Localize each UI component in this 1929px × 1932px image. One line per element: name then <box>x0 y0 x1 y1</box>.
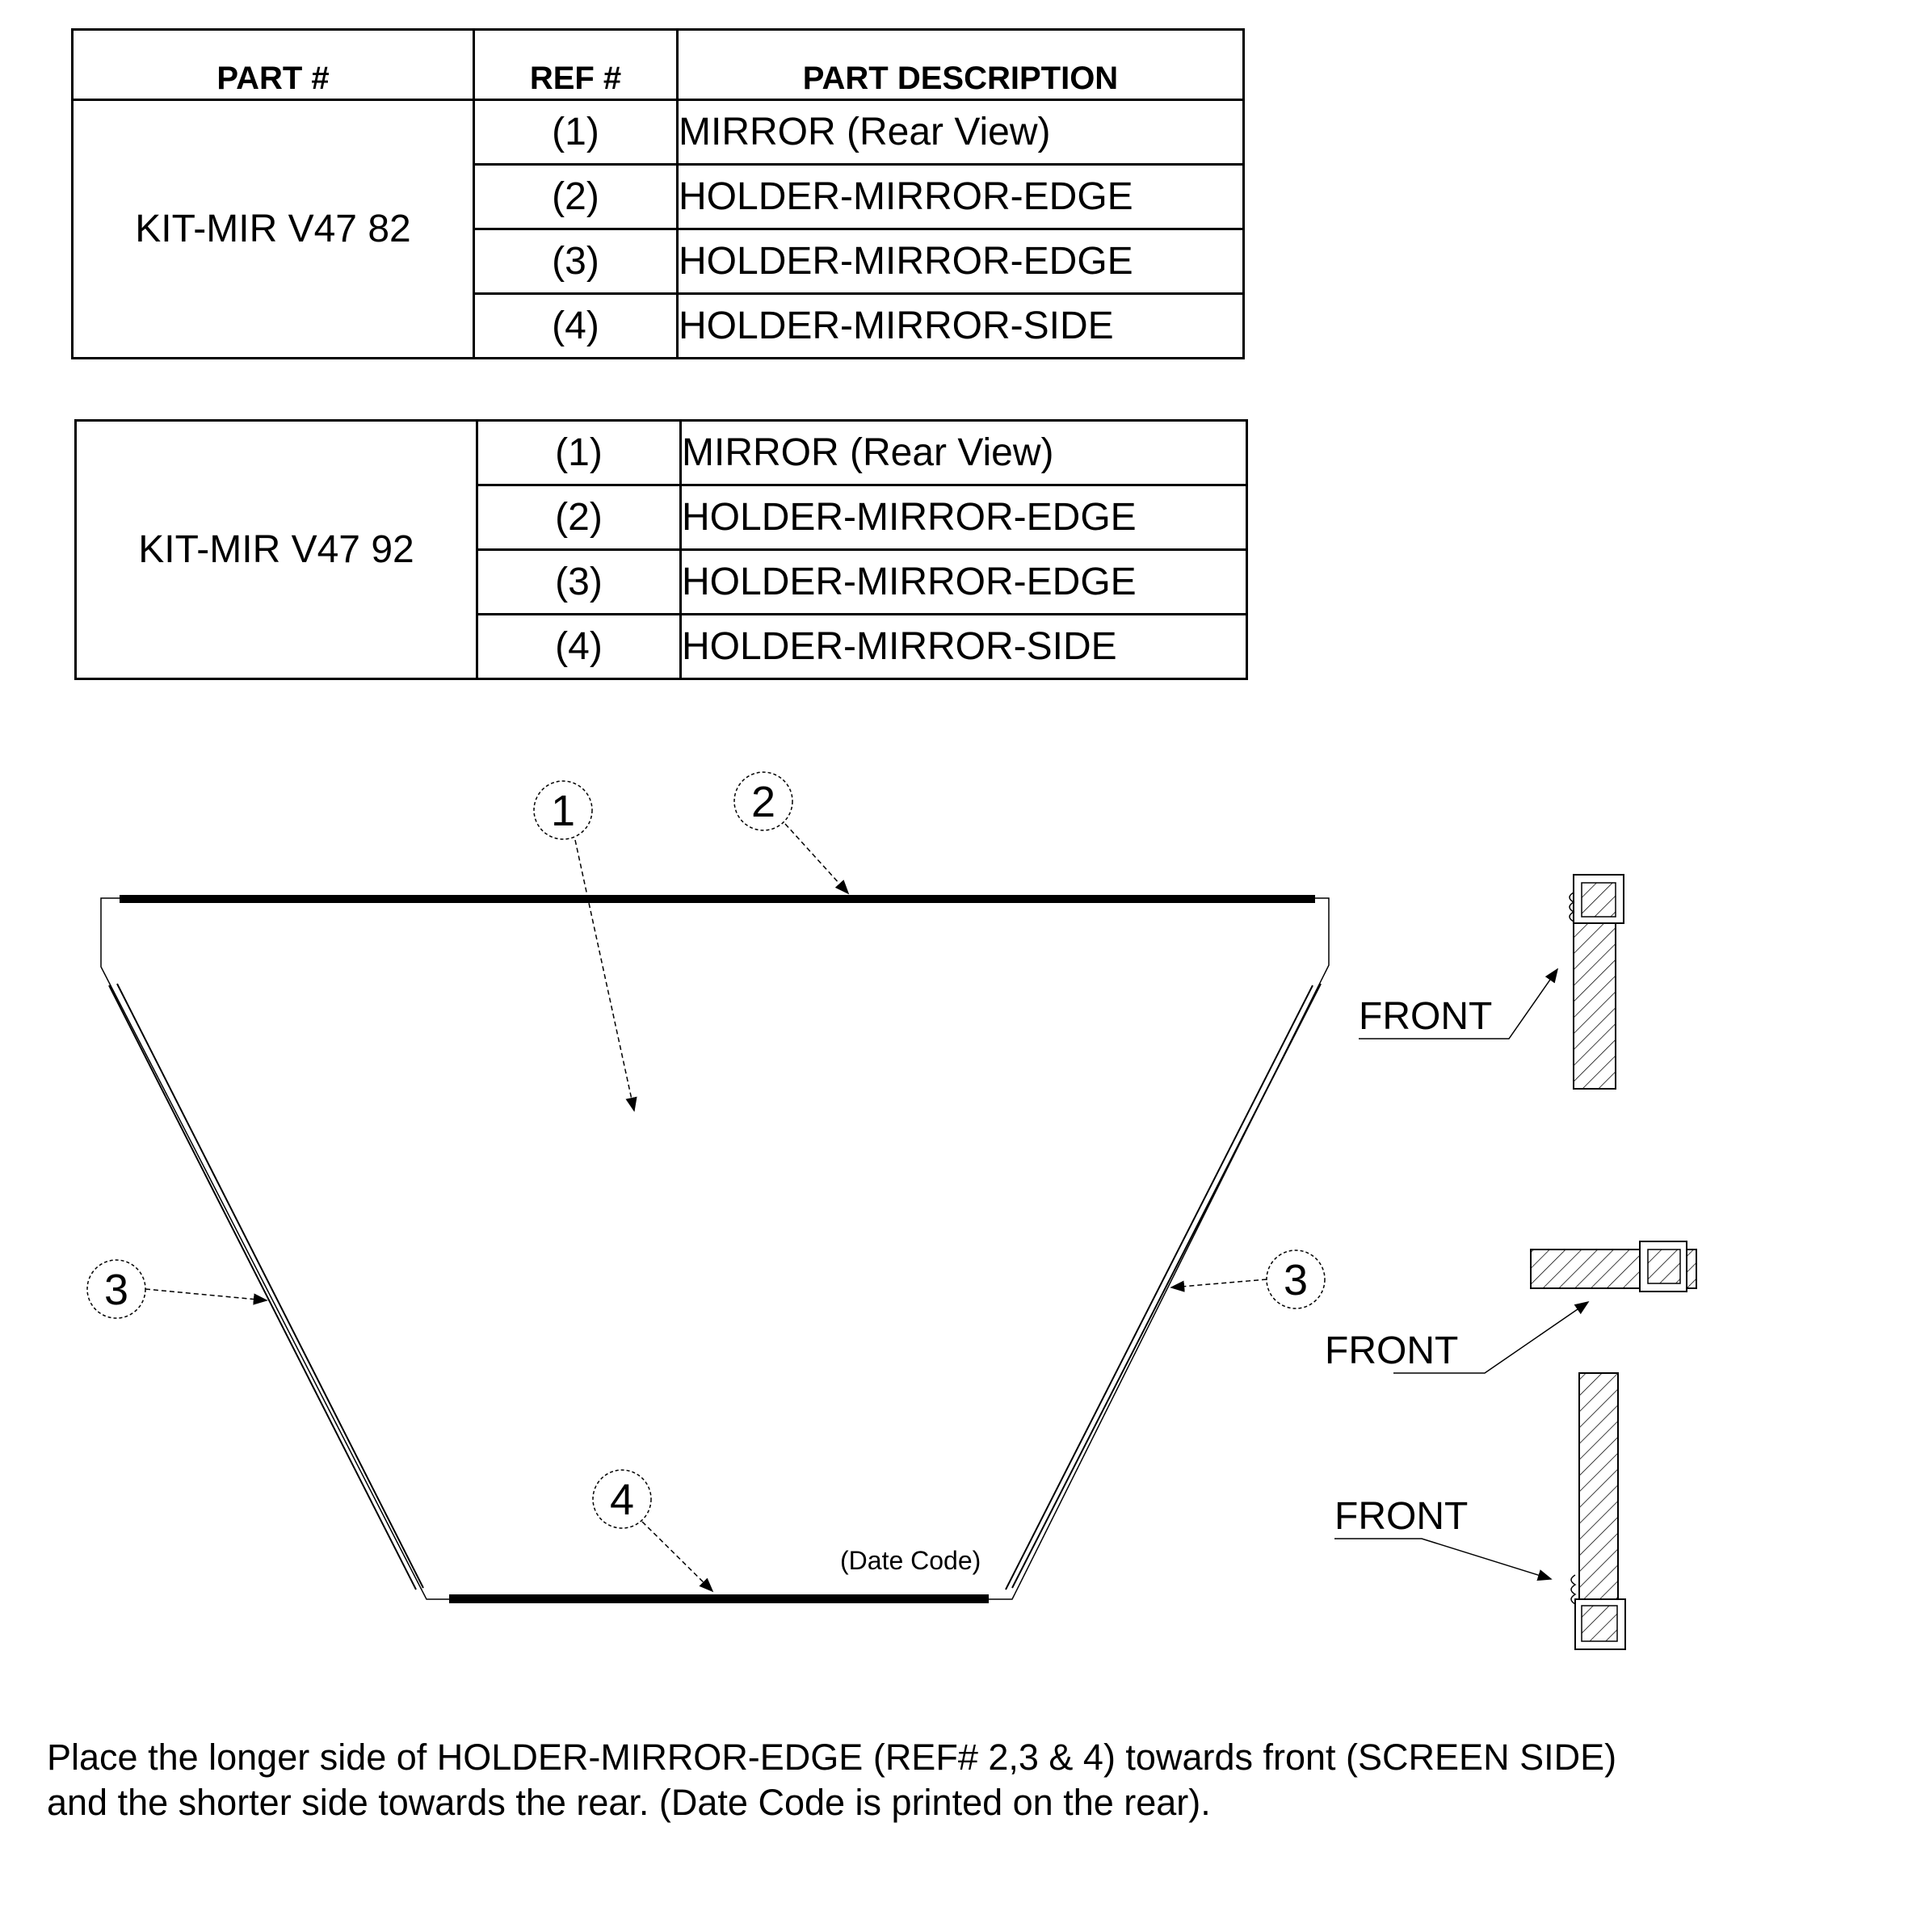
ref-number: (1) <box>473 99 679 166</box>
ref-number: (4) <box>476 613 682 680</box>
ref-number: (2) <box>473 163 679 230</box>
ref-number: (1) <box>476 419 682 486</box>
callout-3-right-leader <box>1170 1279 1267 1292</box>
ref-number: (3) <box>476 548 682 615</box>
table-row: (3) HOLDER-MIRROR-EDGE <box>73 228 1245 295</box>
front-leader-2 <box>1393 1300 1590 1374</box>
table-header-row: PART # REF # PART DESCRIPTION <box>71 28 1245 101</box>
parts-table-kit-2: KIT-MIR V47 92 (1) MIRROR (Rear View) (2… <box>74 419 1248 680</box>
callout-1-label: 1 <box>551 787 575 835</box>
front-label-3: FRONT <box>1334 1495 1468 1538</box>
part-description: HOLDER-MIRROR-EDGE <box>679 484 1248 551</box>
front-leader-1 <box>1359 968 1559 1040</box>
callout-1-leader <box>574 839 637 1112</box>
callout-3-left-label: 3 <box>104 1266 128 1314</box>
table-row: (4) HOLDER-MIRROR-SIDE <box>76 613 1248 680</box>
date-code-label: (Date Code) <box>840 1546 981 1575</box>
part-description: HOLDER-MIRROR-SIDE <box>679 613 1248 680</box>
callout-3-left-leader <box>145 1288 268 1305</box>
callout-3-right-label: 3 <box>1284 1256 1308 1304</box>
note-line-2: and the shorter side towards the rear. (… <box>47 1782 1211 1823</box>
part-description: HOLDER-MIRROR-SIDE <box>676 292 1245 359</box>
part-description: HOLDER-MIRROR-EDGE <box>676 228 1245 295</box>
header-description: PART DESCRIPTION <box>676 28 1245 101</box>
left-side-holder <box>108 983 424 1590</box>
callout-2-label: 2 <box>751 778 775 826</box>
callout-4-label: 4 <box>610 1476 634 1524</box>
section-detail-side <box>1530 1241 1697 1292</box>
callout-4: 4 <box>592 1469 652 1529</box>
callout-2-leader <box>784 823 850 895</box>
ref-number: (2) <box>476 484 682 551</box>
part-description: MIRROR (Rear View) <box>676 99 1245 166</box>
table-row: (4) HOLDER-MIRROR-SIDE <box>73 292 1245 359</box>
mirror-outline <box>100 897 1330 1600</box>
note-line-1: Place the longer side of HOLDER-MIRROR-E… <box>47 1737 1617 1778</box>
table-row: KIT-MIR V47 82 (1) MIRROR (Rear View) <box>71 99 1245 359</box>
parts-table-kit-1: PART # REF # PART DESCRIPTION KIT-MIR V4… <box>71 28 1245 359</box>
table-row: (3) HOLDER-MIRROR-EDGE <box>76 548 1248 615</box>
callout-2: 2 <box>733 771 793 831</box>
front-leader-3 <box>1334 1538 1553 1581</box>
part-description: HOLDER-MIRROR-EDGE <box>676 163 1245 230</box>
right-side-holder <box>1005 983 1322 1590</box>
part-description: HOLDER-MIRROR-EDGE <box>679 548 1248 615</box>
table-row: (2) HOLDER-MIRROR-EDGE <box>73 163 1245 230</box>
ref-number: (3) <box>473 228 679 295</box>
part-number: KIT-MIR V47 92 <box>74 419 478 680</box>
table-row: (2) HOLDER-MIRROR-EDGE <box>76 484 1248 551</box>
section-detail-bottom <box>1570 1372 1626 1650</box>
front-label-1: FRONT <box>1359 995 1492 1038</box>
header-part: PART # <box>71 28 475 101</box>
part-description: MIRROR (Rear View) <box>679 419 1248 486</box>
top-holder-edge <box>120 895 1315 903</box>
ref-number: (4) <box>473 292 679 359</box>
part-number: KIT-MIR V47 82 <box>71 99 475 359</box>
table-row: KIT-MIR V47 92 (1) MIRROR (Rear View) <box>74 419 1248 680</box>
bottom-holder-side <box>449 1594 989 1603</box>
callout-3-right: 3 <box>1266 1250 1326 1309</box>
section-detail-top <box>1569 874 1624 1090</box>
callout-4-leader <box>641 1521 714 1593</box>
front-label-2: FRONT <box>1325 1329 1458 1372</box>
callout-1: 1 <box>533 780 593 840</box>
callout-3-left: 3 <box>86 1259 146 1319</box>
installation-note: Place the longer side of HOLDER-MIRROR-E… <box>47 1735 1905 1825</box>
header-ref: REF # <box>473 28 679 101</box>
